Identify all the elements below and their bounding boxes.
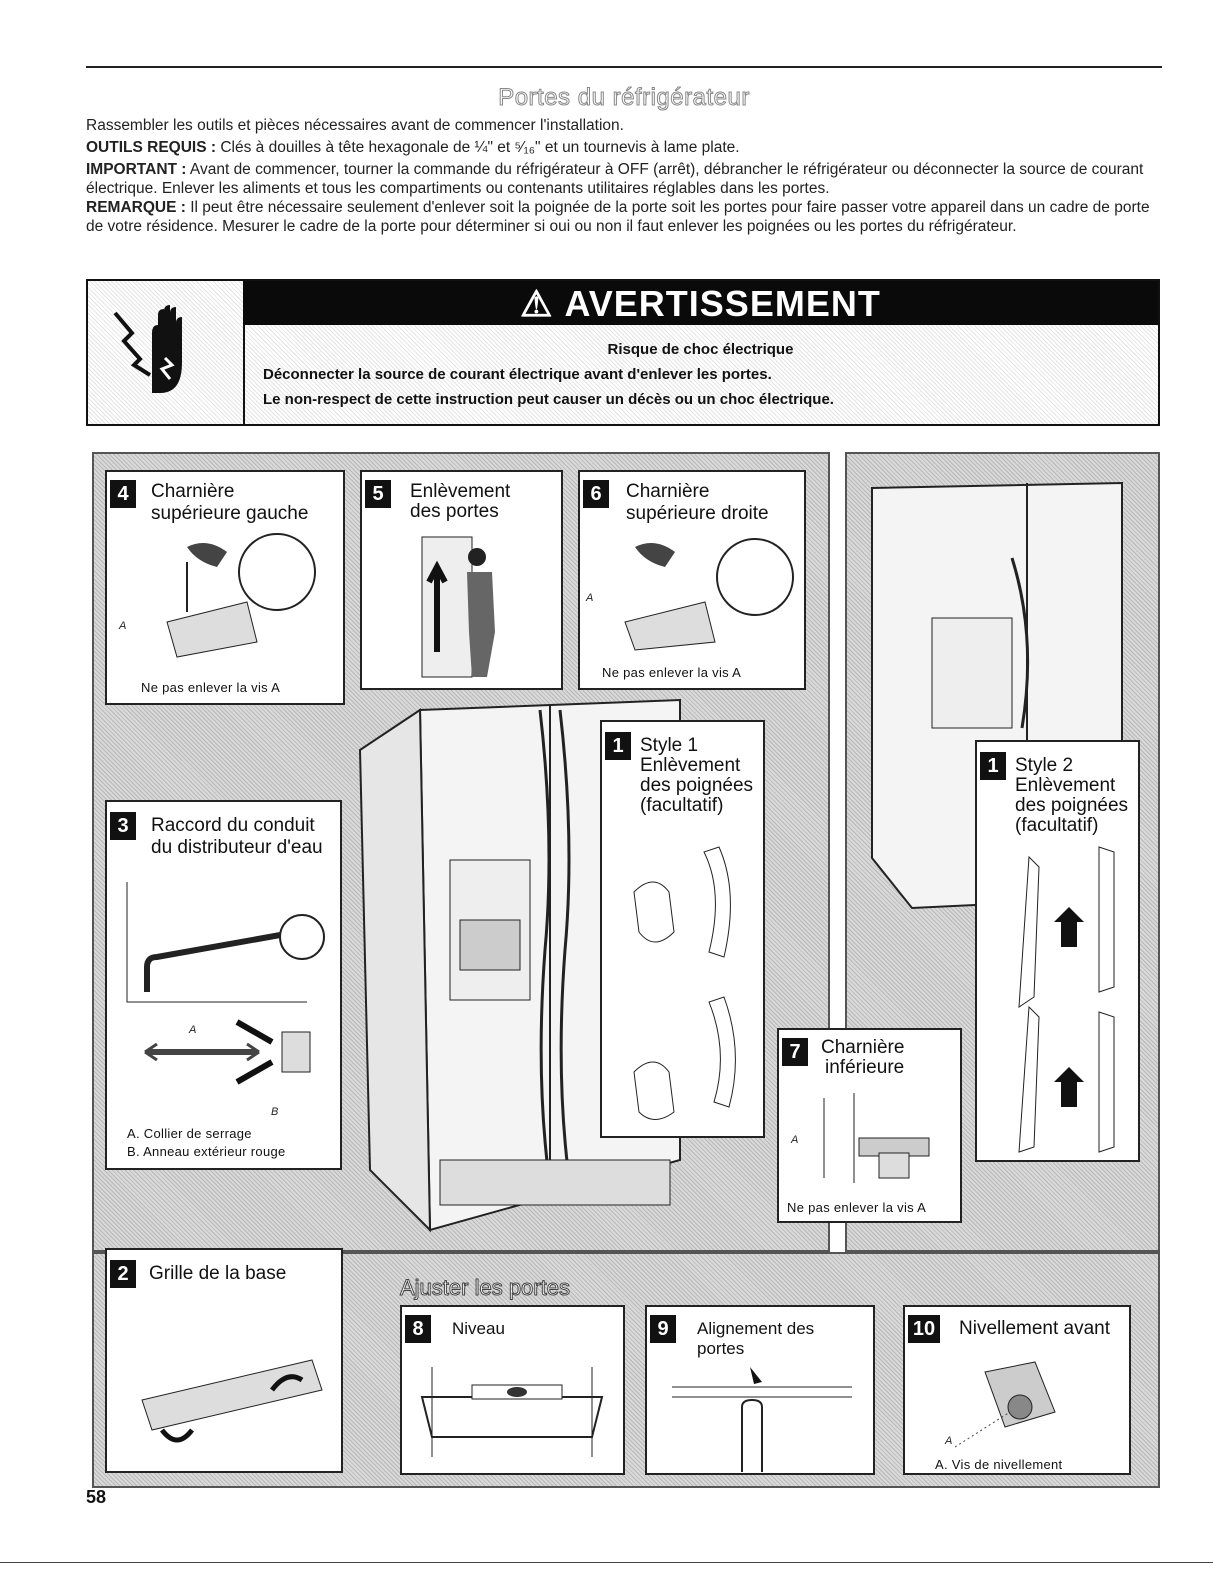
step-1-style1-title1: Style 1 <box>640 735 699 756</box>
intro-gather: Rassembler les outils et pièces nécessai… <box>86 117 624 134</box>
step-2-title1: Grille de la base <box>149 1263 287 1284</box>
step-6-box: 6 Charnière supérieure droite A Ne pas e… <box>578 470 806 690</box>
door-alignment-icon <box>672 1367 852 1472</box>
step-4-label-a: A <box>119 620 127 632</box>
step-1-style1-number: 1 <box>605 732 631 760</box>
page-title: Portes du réfrigérateur <box>498 84 750 112</box>
step-4-title2: supérieure gauche <box>151 503 309 524</box>
step-3-box: 3 Raccord du conduit du distributeur d'e… <box>105 800 342 1170</box>
handle-style2-icon <box>1018 846 1115 1153</box>
warning-risk: Risque de choc électrique <box>607 341 794 358</box>
leveling-screw-icon <box>954 1361 1056 1448</box>
bottom-rule <box>0 1562 1213 1563</box>
warning-triangle-icon: ⚠ <box>520 283 554 324</box>
hinge-bottom-icon <box>823 1093 930 1183</box>
step-7-title1: Charnière <box>821 1037 905 1058</box>
intro-text: Rassembler les outils et pièces nécessai… <box>86 116 1166 239</box>
step-8-title1: Niveau <box>452 1319 505 1338</box>
step-3-label-b: B <box>271 1106 279 1118</box>
step-1-style2-title4: (facultatif) <box>1015 815 1099 836</box>
step-7-box: 7 Charnière inférieure A Ne pas enlever … <box>777 1028 962 1223</box>
step-3-label-a: A <box>189 1024 197 1036</box>
step-10-title1: Nivellement avant <box>959 1318 1111 1339</box>
step-3-number: 3 <box>110 812 136 840</box>
step-8-number: 8 <box>405 1315 431 1343</box>
level-icon <box>420 1367 604 1457</box>
warning-body: Risque de choc électrique Déconnecter la… <box>263 337 1138 412</box>
step-1-style1-box: 1 Style 1 Enlèvement des poignées (facul… <box>600 720 765 1138</box>
step-10-caption: A. Vis de nivellement <box>935 1457 1063 1472</box>
step-4-number: 4 <box>110 480 136 508</box>
step-1-style1-title4: (facultatif) <box>640 795 724 816</box>
step-6-label-a: A <box>586 592 594 604</box>
step-10-label-a: A <box>945 1435 953 1447</box>
step-2-box: 2 Grille de la base <box>105 1248 343 1473</box>
step-3-caption-a: A. Collier de serrage <box>127 1126 252 1141</box>
step-9-number: 9 <box>650 1315 676 1343</box>
step-6-number: 6 <box>583 480 609 508</box>
step-9-box: 9 Alignement des portes <box>645 1305 875 1475</box>
step-3-title2: du distributeur d'eau <box>151 837 323 858</box>
warning-line1: Déconnecter la source de courant électri… <box>263 366 772 383</box>
important-label: IMPORTANT : <box>86 161 187 178</box>
step-1-style1-title3: des poignées <box>640 775 754 796</box>
step-3-title1: Raccord du conduit <box>151 815 315 836</box>
warning-icon-box <box>88 281 245 424</box>
tools-label: OUTILS REQUIS : <box>86 139 217 156</box>
step-1-style2-title1: Style 2 <box>1015 755 1074 776</box>
step-5-box: 5 Enlèvement des portes <box>360 470 563 690</box>
step-9-title1: Alignement des <box>697 1319 815 1338</box>
step-5-title2: des portes <box>410 501 499 522</box>
step-7-title2: inférieure <box>825 1057 905 1078</box>
step-10-number: 10 <box>908 1315 940 1343</box>
intro-important: IMPORTANT : Avant de commencer, tourner … <box>86 160 1166 198</box>
hinge-right-icon <box>624 538 794 651</box>
intro-tools: OUTILS REQUIS : Clés à douilles à tête h… <box>86 138 1166 157</box>
step-10-box: 10 Nivellement avant A A. Vis de nivelle… <box>903 1305 1131 1475</box>
warning-heading-bar: ⚠ AVERTISSEMENT <box>243 281 1158 325</box>
electric-shock-hand-icon <box>113 305 182 393</box>
step-3-caption-b: B. Anneau extérieur rouge <box>127 1144 286 1159</box>
adjust-heading: Ajuster les portes <box>400 1275 571 1301</box>
step-5-number: 5 <box>365 480 391 508</box>
step-1-style2-number: 1 <box>980 752 1006 780</box>
step-4-box: 4 Charnière supérieure gauche A Ne pas e… <box>105 470 345 705</box>
step-6-title1: Charnière <box>626 481 710 502</box>
step-9-title2: portes <box>697 1339 745 1358</box>
door-removal-icon <box>421 536 495 678</box>
step-4-title1: Charnière <box>151 481 235 502</box>
step-7-number: 7 <box>782 1038 808 1066</box>
step-7-label-a: A <box>791 1134 799 1146</box>
step-6-title2: supérieure droite <box>626 503 769 524</box>
top-rule <box>86 66 1162 68</box>
step-8-box: 8 Niveau <box>400 1305 625 1475</box>
handle-style1-icon <box>633 846 736 1120</box>
step-1-style2-title3: des poignées <box>1015 795 1129 816</box>
important-text: Avant de commencer, tourner la commande … <box>86 161 1144 197</box>
step-1-style1-title2: Enlèvement <box>640 755 741 776</box>
water-line-icon <box>126 882 325 1085</box>
hinge-left-icon <box>166 533 316 658</box>
step-1-style2-box: 1 Style 2 Enlèvement des poignées (facul… <box>975 740 1140 1162</box>
intro-note: REMARQUE : Il peut être nécessaire seule… <box>86 198 1166 236</box>
step-4-caption: Ne pas enlever la vis A <box>141 680 281 695</box>
step-7-caption: Ne pas enlever la vis A <box>787 1200 927 1215</box>
warning-box: ⚠ AVERTISSEMENT Risque de choc électriqu… <box>86 279 1160 426</box>
warning-line2: Le non-respect de cette instruction peut… <box>263 391 834 408</box>
warning-heading: AVERTISSEMENT <box>564 283 881 324</box>
tools-text: Clés à douilles à tête hexagonale de ¼" … <box>216 139 740 156</box>
step-2-number: 2 <box>110 1260 136 1288</box>
page-number: 58 <box>86 1487 107 1507</box>
base-grille-icon <box>141 1359 323 1443</box>
step-5-title1: Enlèvement <box>410 481 511 502</box>
step-1-style2-title2: Enlèvement <box>1015 775 1116 796</box>
step-6-caption: Ne pas enlever la vis A <box>602 665 742 680</box>
note-text: Il peut être nécessaire seulement d'enle… <box>86 199 1150 235</box>
note-label: REMARQUE : <box>86 199 186 216</box>
